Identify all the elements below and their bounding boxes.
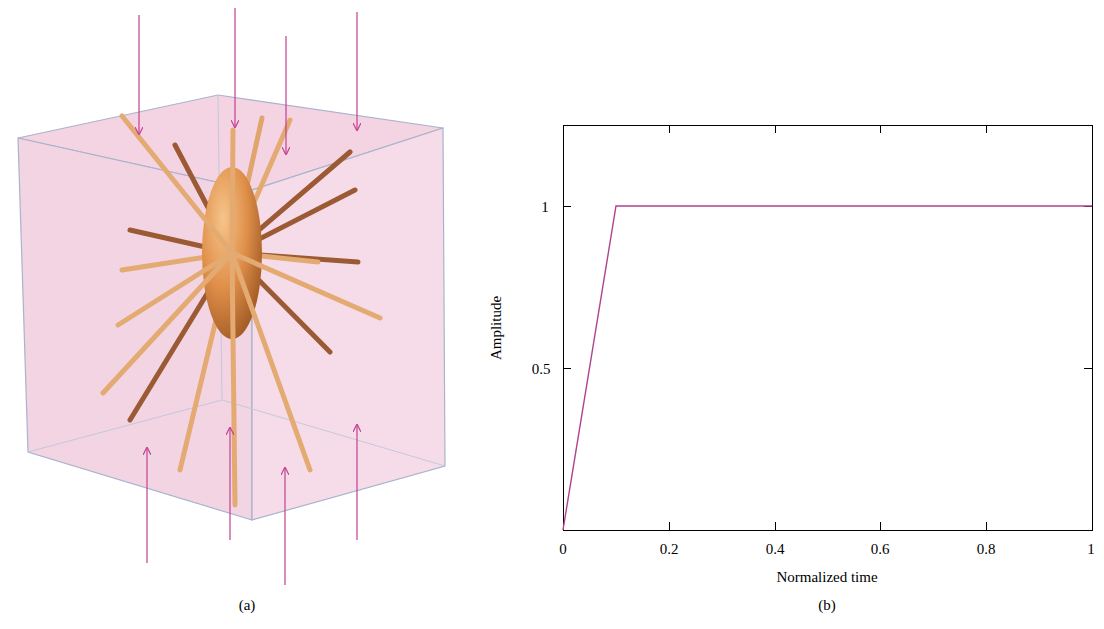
tick-label: 0.6 [871, 542, 890, 557]
axis-title: Normalized time [776, 570, 877, 585]
fibers-front [103, 116, 380, 505]
tick-label: 0.4 [766, 542, 785, 557]
tick-label: 0.5 [532, 362, 551, 377]
amplitude-curve [563, 206, 1092, 530]
plot-frame [563, 125, 1093, 531]
tick-label: 1 [541, 200, 549, 215]
load-arrows [139, 8, 357, 585]
panel-label: (a) [239, 598, 256, 613]
cube [18, 95, 445, 520]
panel-label: (b) [818, 598, 836, 613]
tick-label: 0.8 [977, 542, 996, 557]
tick-label: 0.2 [660, 542, 679, 557]
tick-label: 0 [559, 542, 567, 557]
axis-title: Amplitude [489, 296, 504, 360]
tick-label: 1 [1087, 542, 1095, 557]
